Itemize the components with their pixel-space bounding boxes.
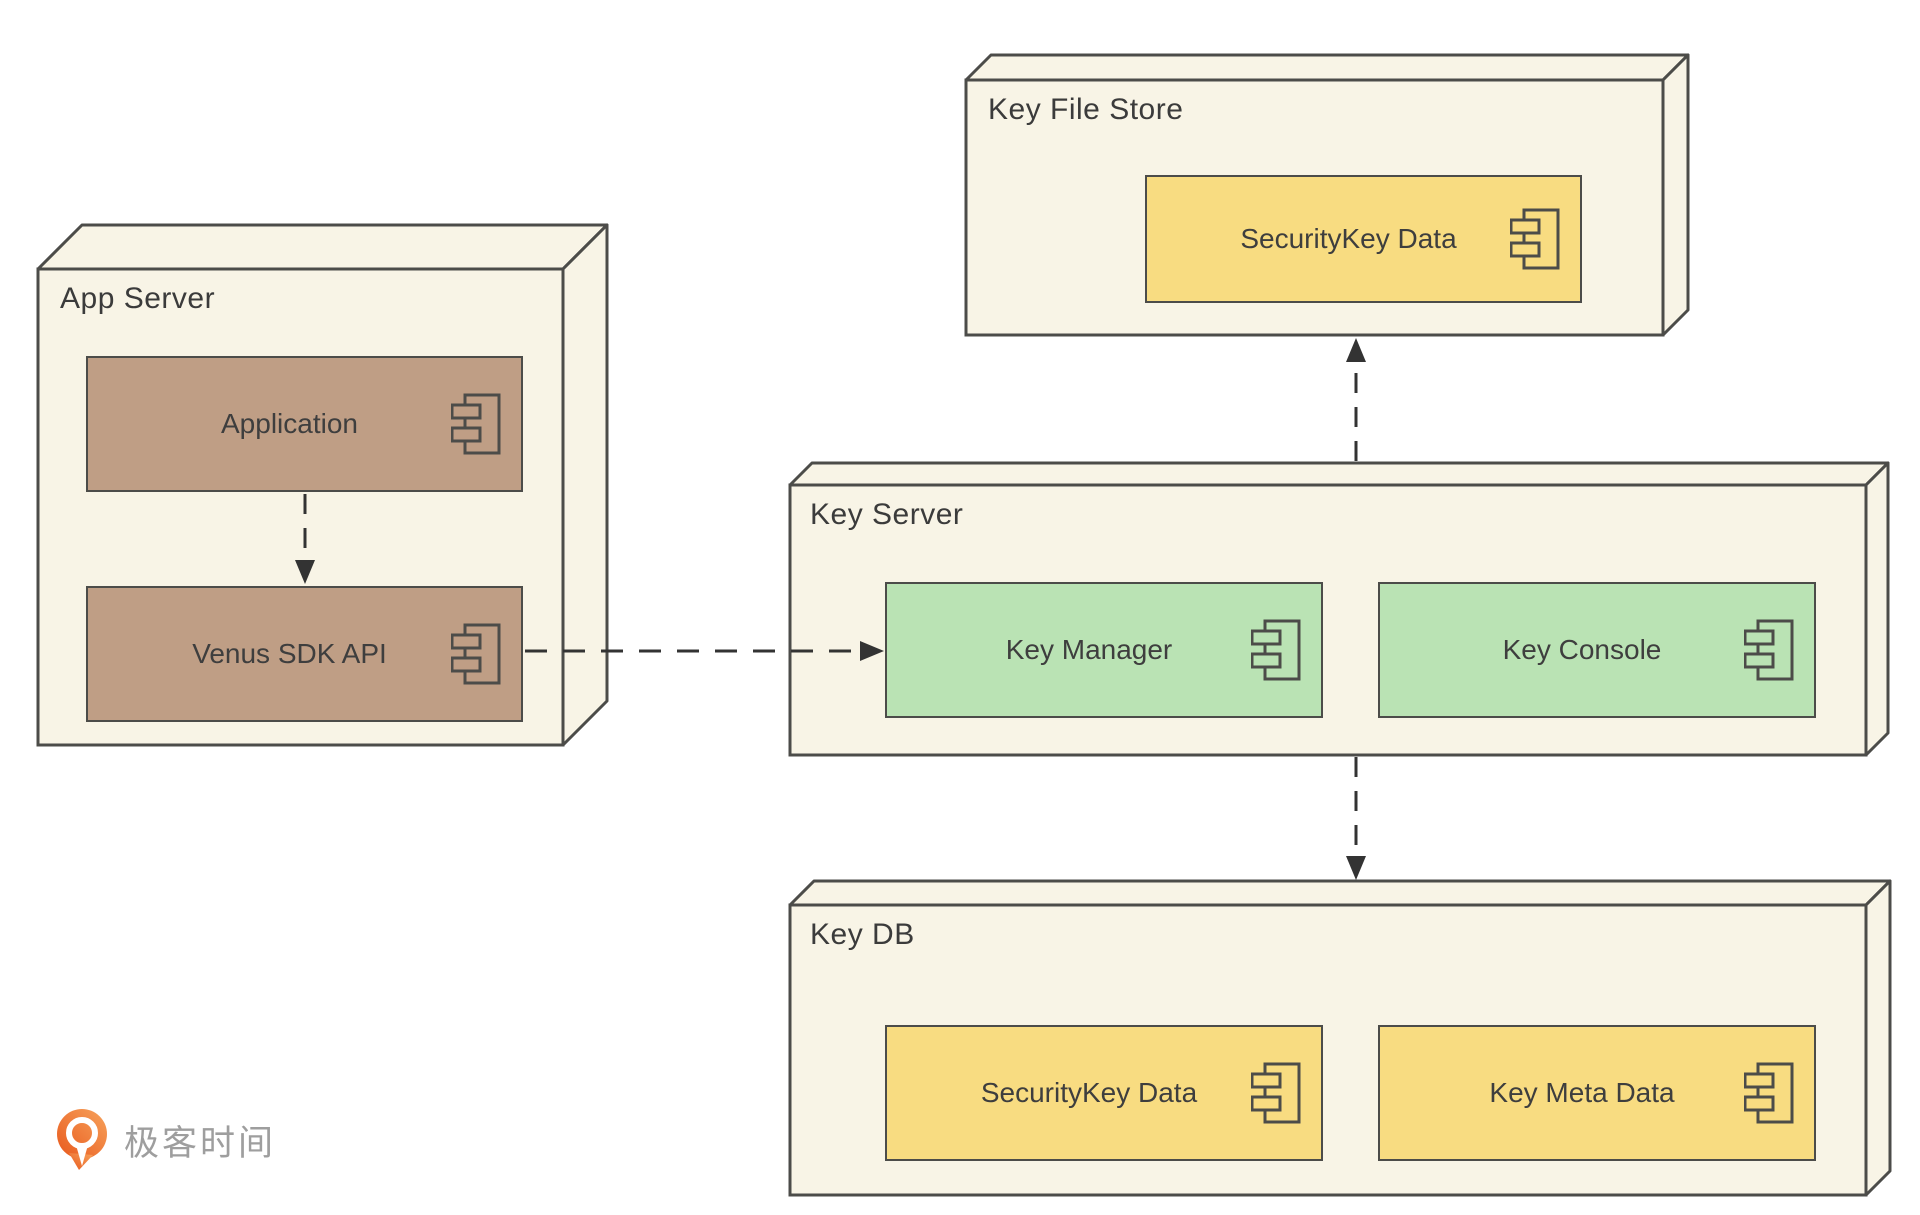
component-icon [1251, 619, 1301, 681]
component-label: Key Meta Data [1489, 1077, 1675, 1108]
geektime-logo-text: 极客时间 [124, 1123, 277, 1163]
node-title-key-server: Key Server [810, 498, 964, 531]
component-label: SecurityKey Data [1240, 223, 1457, 254]
component-label: Application [221, 408, 358, 439]
component-key-meta-data: Key Meta Data [1378, 1025, 1816, 1161]
node-title-app-server: App Server [60, 282, 216, 315]
component-label: SecurityKey Data [980, 1077, 1198, 1108]
component-application: Application [86, 356, 523, 492]
component-key-console: Key Console [1378, 582, 1816, 718]
edge-key-server-to-key-db [1346, 757, 1366, 880]
geektime-logo: 极客时间 [56, 1108, 276, 1172]
component-icon [451, 623, 501, 685]
component-label: Key Manager [1005, 634, 1173, 665]
component-key-manager: Key Manager [885, 582, 1323, 718]
component-label: Key Console [1502, 634, 1662, 665]
edge-key-server-to-key-file-store [1346, 338, 1366, 461]
edge-application-to-venus-sdk-api [295, 494, 315, 584]
edge-venus-sdk-api-to-key-manager [525, 641, 884, 661]
component-venus-sdk-api: Venus SDK API [86, 586, 523, 722]
node-title-key-db: Key DB [810, 918, 915, 951]
component-icon [1510, 208, 1560, 270]
component-securitykey-data-db: SecurityKey Data [885, 1025, 1323, 1161]
component-icon [451, 393, 501, 455]
component-icon [1251, 1062, 1301, 1124]
component-label: Venus SDK API [192, 638, 387, 669]
component-icon [1744, 619, 1794, 681]
component-securitykey-data-file-store: SecurityKey Data [1145, 175, 1582, 303]
node-title-key-file-store: Key File Store [988, 93, 1184, 126]
component-icon [1744, 1062, 1794, 1124]
geektime-logo-icon [57, 1109, 107, 1170]
